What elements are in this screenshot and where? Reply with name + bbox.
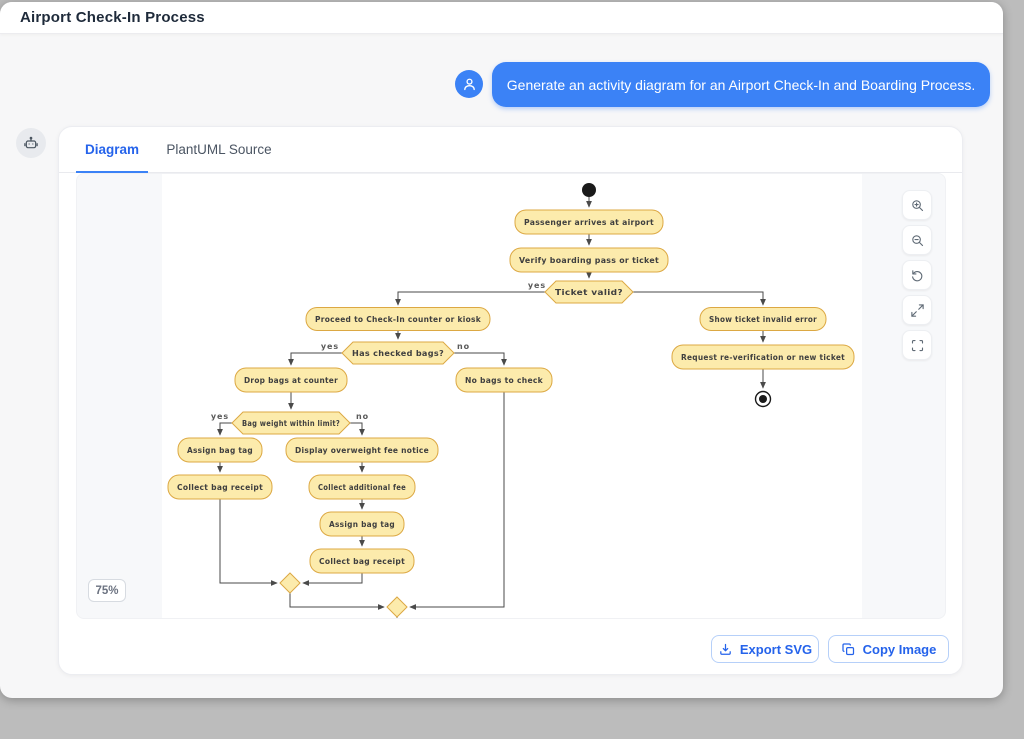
svg-text:Collect additional fee: Collect additional fee [318, 483, 406, 492]
svg-text:Collect bag receipt: Collect bag receipt [319, 557, 405, 566]
fit-screen-icon [910, 338, 925, 353]
diagram-node-merge [386, 596, 408, 618]
diagram-edge [217, 422, 232, 436]
svg-text:Request re-verification or new: Request re-verification or new ticket [681, 353, 845, 362]
svg-text:No bags to check: No bags to check [465, 376, 543, 385]
titlebar: Airport Check-In Process [0, 2, 1003, 34]
diagram-edge [289, 593, 385, 610]
tab-diagram[interactable]: Diagram [76, 127, 148, 173]
diagram-node-activity: Collect additional fee [308, 474, 416, 500]
svg-text:Proceed to Check-In counter or: Proceed to Check-In counter or kiosk [315, 315, 481, 324]
diagram-node-activity: No bags to check [455, 367, 553, 393]
diagram-node-activity: Passenger arrives at airport [514, 209, 664, 235]
edge-label-yes: yes [528, 281, 546, 290]
export-svg-button[interactable]: Export SVG [711, 635, 819, 663]
edge-label-yes: yes [211, 412, 229, 421]
expand-button[interactable] [902, 295, 932, 325]
diagram-node-activity: Collect bag receipt [167, 474, 273, 500]
tab-plantuml-source[interactable]: PlantUML Source [166, 142, 272, 157]
viewer-controls [902, 190, 932, 360]
diagram-edge [288, 352, 342, 366]
robot-icon [23, 135, 39, 151]
copy-image-label: Copy Image [862, 641, 937, 657]
svg-text:Display overweight fee notice: Display overweight fee notice [295, 446, 429, 455]
zoom-out-icon [910, 233, 925, 248]
bot-avatar [16, 128, 46, 158]
zoom-in-icon [910, 198, 925, 213]
copy-image-button[interactable]: Copy Image [828, 635, 949, 663]
edge-label-no: no [356, 412, 369, 421]
zoom-level-badge: 75% [88, 579, 126, 602]
diagram-edge [395, 291, 545, 306]
reset-view-button[interactable] [902, 260, 932, 290]
diagram-node-activity: Assign bag tag [177, 437, 263, 463]
svg-text:Assign bag tag: Assign bag tag [329, 520, 395, 529]
svg-text:Ticket valid?: Ticket valid? [555, 288, 623, 297]
app-window: Airport Check-In Process Generate an act… [0, 2, 1003, 698]
diagram-node-activity: Verify boarding pass or ticket [509, 247, 669, 273]
svg-text:Collect bag receipt: Collect bag receipt [177, 483, 263, 492]
diagram-card: Diagram PlantUML Source yesnoyesnoyesnoP… [58, 126, 963, 675]
diagram-node-activity: Collect bag receipt [309, 548, 415, 574]
zoom-out-button[interactable] [902, 225, 932, 255]
diagram-canvas[interactable]: yesnoyesnoyesnoPassenger arrives at airp… [162, 174, 862, 619]
fit-screen-button[interactable] [902, 330, 932, 360]
svg-text:Verify boarding pass or ticket: Verify boarding pass or ticket [519, 256, 659, 265]
page-title: Airport Check-In Process [20, 9, 205, 26]
expand-icon [910, 303, 925, 318]
diagram-edge [302, 573, 363, 586]
user-icon [461, 76, 478, 93]
diagram-node-activity: Show ticket invalid error [699, 307, 827, 331]
diagram-node-activity: Proceed to Check-In counter or kiosk [305, 307, 491, 331]
diagram-node-start [582, 183, 596, 197]
edge-label-no: no [457, 342, 470, 351]
svg-text:Drop bags at counter: Drop bags at counter [244, 376, 338, 385]
svg-text:Bag weight within limit?: Bag weight within limit? [242, 419, 340, 428]
chat-message-text: Generate an activity diagram for an Airp… [506, 76, 976, 93]
zoom-in-button[interactable] [902, 190, 932, 220]
diagram-edge [409, 392, 505, 610]
diagram-node-decision: Has checked bags? [341, 341, 455, 365]
user-avatar [455, 70, 483, 98]
diagram-node-decision: Ticket valid? [544, 280, 634, 304]
svg-text:Passenger arrives at airport: Passenger arrives at airport [524, 218, 654, 227]
svg-text:Assign bag tag: Assign bag tag [187, 446, 253, 455]
edge-label-yes: yes [321, 342, 339, 351]
diagram-node-activity: Assign bag tag [319, 511, 405, 537]
diagram-node-merge [279, 572, 301, 594]
copy-icon [841, 642, 856, 657]
chat-message-bubble: Generate an activity diagram for an Airp… [492, 62, 990, 107]
diagram-viewer: yesnoyesnoyesnoPassenger arrives at airp… [76, 173, 946, 619]
svg-text:Show ticket invalid error: Show ticket invalid error [709, 315, 817, 324]
diagram-edge [454, 352, 507, 366]
activity-diagram-svg[interactable]: yesnoyesnoyesnoPassenger arrives at airp… [162, 174, 862, 619]
diagram-edge [633, 291, 766, 306]
diagram-edge [219, 499, 278, 586]
diagram-node-activity: Drop bags at counter [234, 367, 348, 393]
svg-text:Has checked bags?: Has checked bags? [352, 349, 444, 358]
diagram-node-decision: Bag weight within limit? [231, 411, 351, 435]
diagram-node-activity: Display overweight fee notice [285, 437, 439, 463]
tab-bar: Diagram PlantUML Source [59, 127, 962, 173]
export-svg-label: Export SVG [739, 641, 813, 657]
diagram-node-activity: Request re-verification or new ticket [671, 344, 855, 370]
download-icon [718, 642, 733, 657]
diagram-node-end [754, 390, 772, 408]
reset-rotate-icon [910, 268, 925, 283]
diagram-edge [350, 422, 365, 436]
